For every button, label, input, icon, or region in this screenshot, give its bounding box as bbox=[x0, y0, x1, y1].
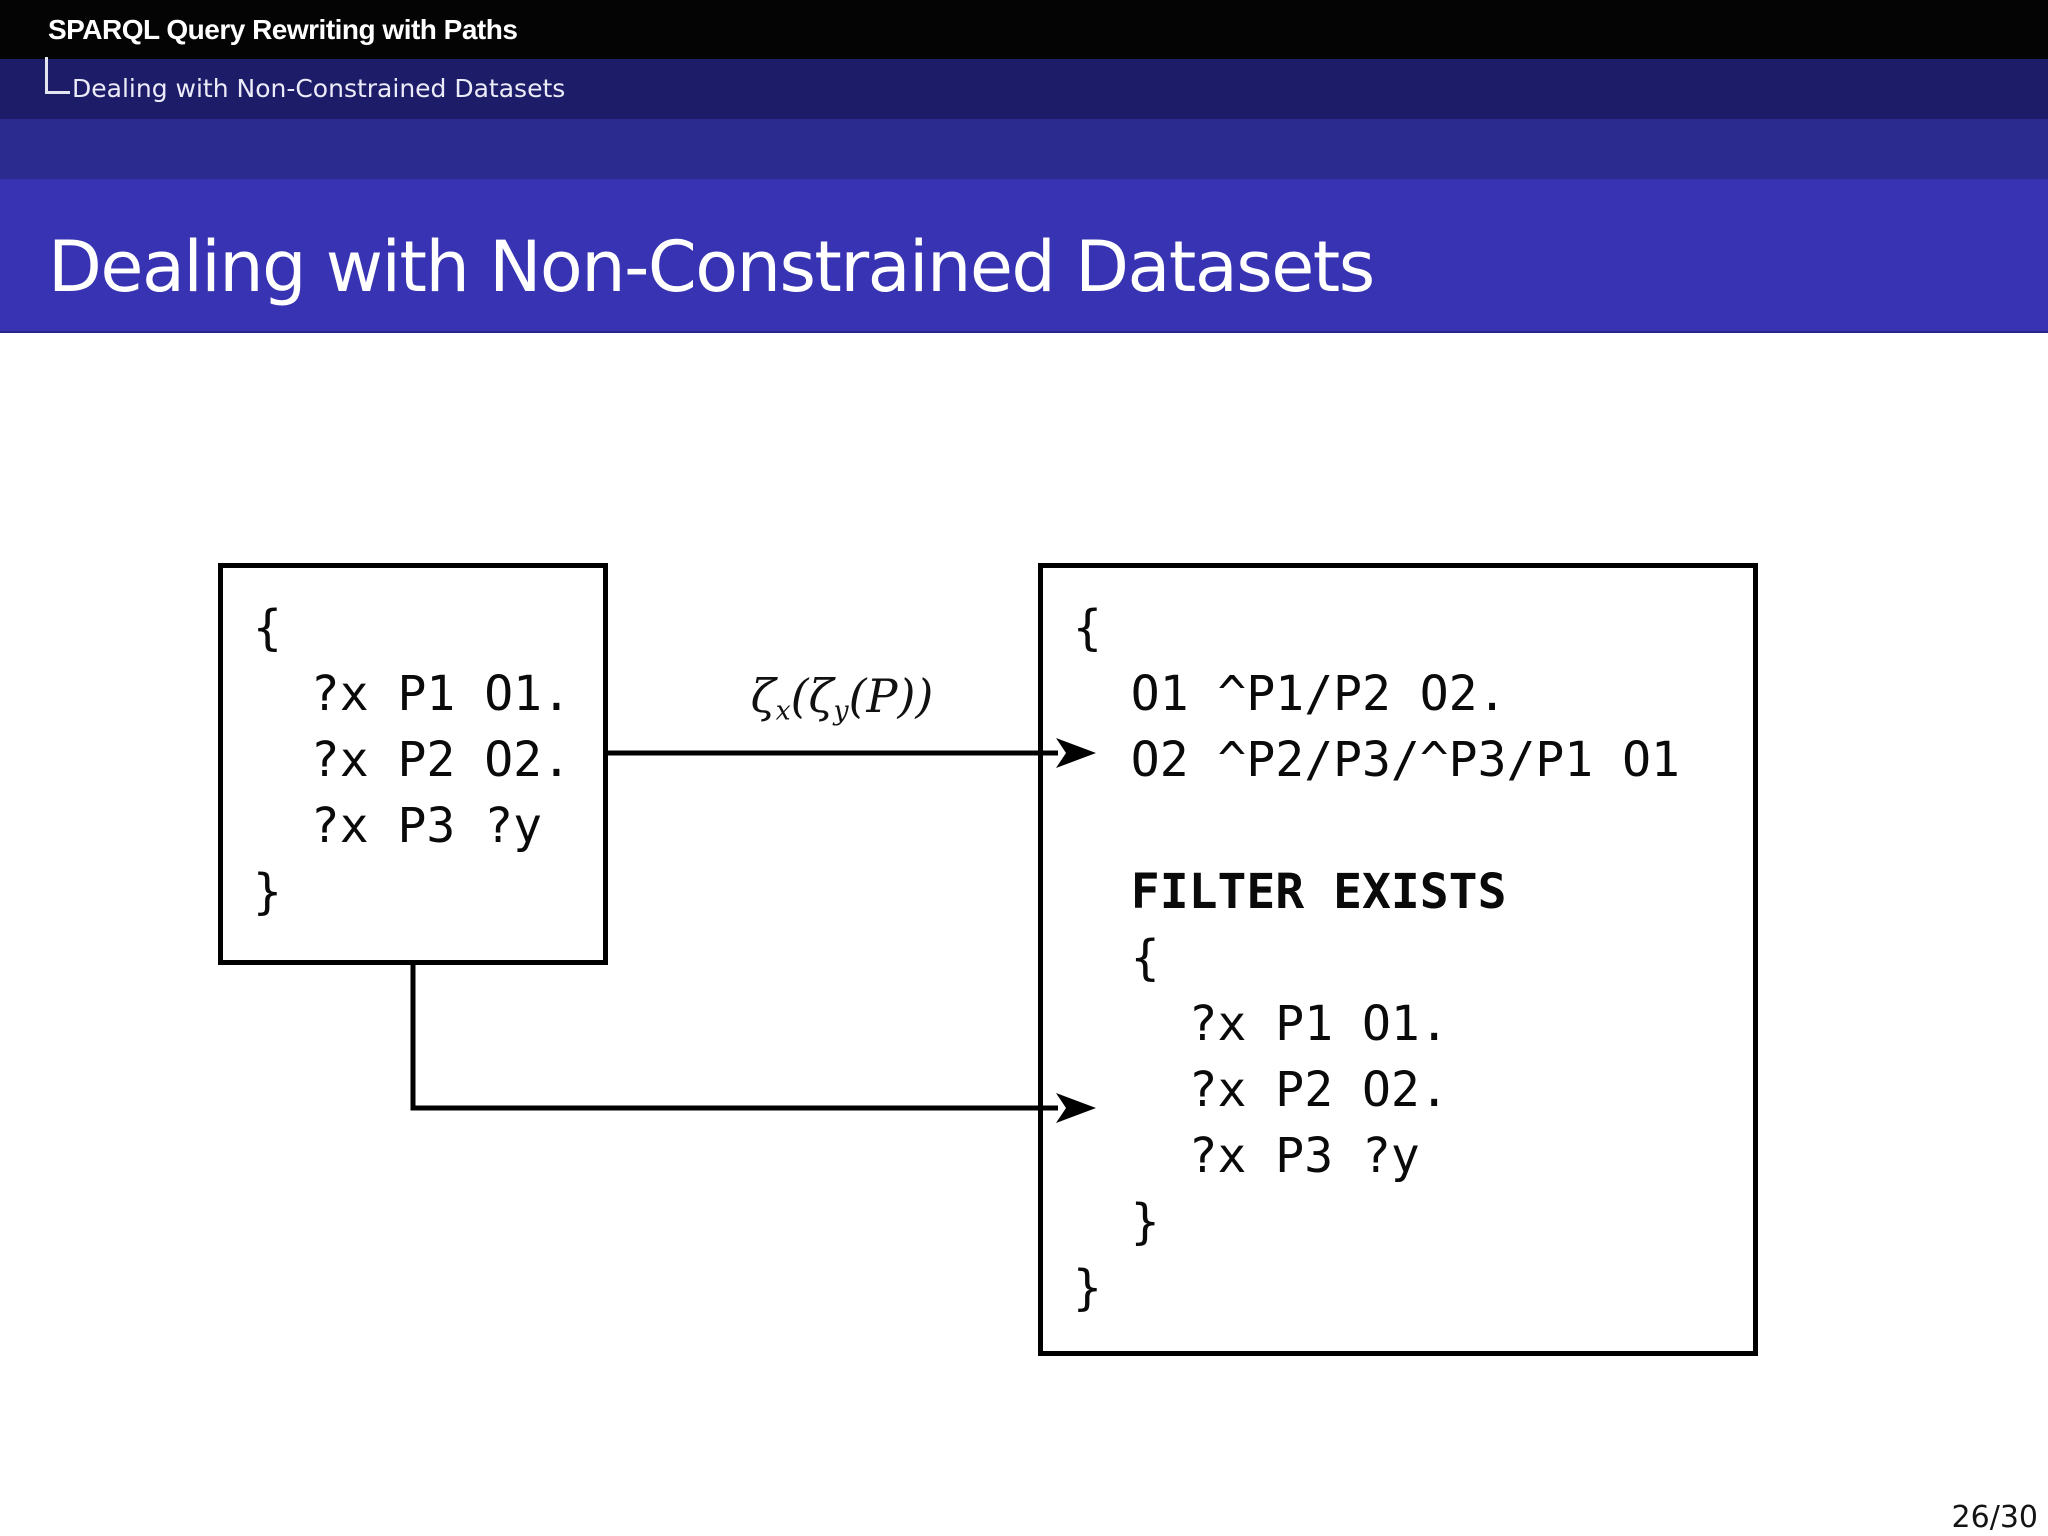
header-accent-strip bbox=[0, 119, 2048, 179]
zeta-x: ζ bbox=[750, 669, 776, 723]
filter-exists-line: FILTER EXISTS bbox=[1073, 864, 1507, 920]
tree-branch-icon bbox=[45, 57, 70, 94]
frametitle: Dealing with Non-Constrained Datasets bbox=[48, 226, 1375, 308]
transform-arrow bbox=[605, 738, 1096, 768]
transform-label: ζx(ζy(P)) bbox=[750, 669, 934, 727]
frametitle-bar bbox=[0, 179, 2048, 333]
rewritten-query-code-top: { O1 ^P1/P2 O2. O2 ^P2/P3/^P3/P1 O1 bbox=[1073, 600, 1680, 788]
filter-arrow bbox=[410, 962, 1096, 1123]
breadcrumb-section-label: Dealing with Non-Constrained Datasets bbox=[72, 74, 566, 103]
source-query-box: { ?x P1 O1. ?x P2 O2. ?x P3 ?y } bbox=[218, 563, 608, 965]
rewritten-query-box: { O1 ^P1/P2 O2. O2 ^P2/P3/^P3/P1 O1 FILT… bbox=[1038, 563, 1758, 1356]
source-query-code: { ?x P1 O1. ?x P2 O2. ?x P3 ?y } bbox=[253, 600, 571, 920]
presentation-title: SPARQL Query Rewriting with Paths bbox=[48, 14, 518, 45]
breadcrumb-bar bbox=[0, 59, 2048, 119]
top-bar: SPARQL Query Rewriting with Paths bbox=[0, 0, 2048, 59]
page-number: 26/30 bbox=[1951, 1500, 2038, 1535]
rewritten-query-code-bottom: { ?x P1 O1. ?x P2 O2. ?x P3 ?y } } bbox=[1073, 930, 1449, 1316]
